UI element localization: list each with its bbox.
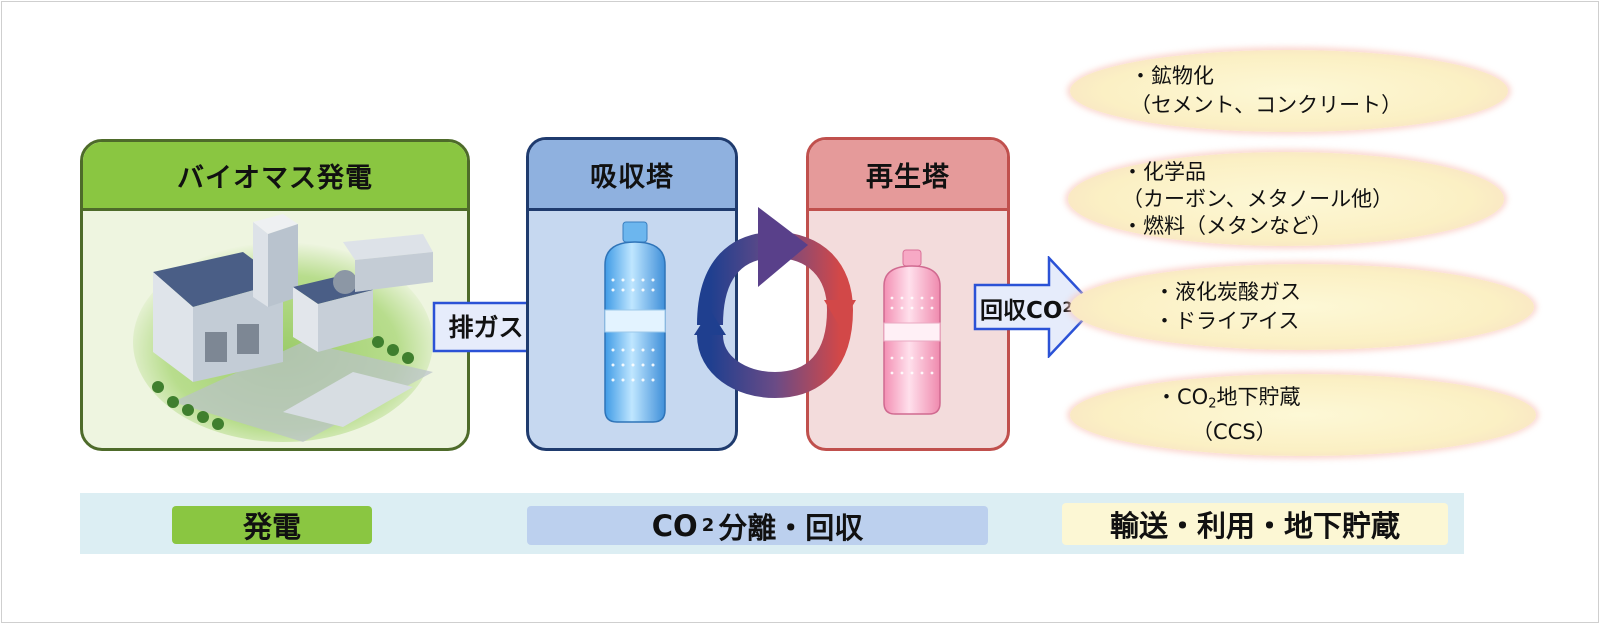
use-liquefied-co2-oval: ・液化炭酸ガス ・ドライアイス bbox=[1070, 264, 1534, 350]
loop-arrow-left bbox=[694, 310, 726, 335]
use-mineralization-title: ・鉱物化 bbox=[1130, 64, 1214, 88]
use-dry-ice: ・ドライアイス bbox=[1154, 309, 1300, 333]
use-fuel: ・燃料（メタンなど） bbox=[1122, 213, 1332, 238]
use-mineralization-oval: ・鉱物化 （セメント、コンクリート） bbox=[1070, 50, 1508, 132]
stage-transport-label: 輸送・利用・地下貯蔵 bbox=[1062, 503, 1448, 545]
use-liquefied-co2: ・液化炭酸ガス bbox=[1154, 280, 1301, 304]
use-ccs-oval: ・CO2地下貯蔵 （CCS） bbox=[1070, 374, 1536, 456]
biomass-power-box: バイオマス発電 bbox=[80, 139, 470, 451]
use-chemicals-title: ・化学品 bbox=[1122, 159, 1206, 184]
use-chemicals-detail: （カーボン、メタノール他） bbox=[1122, 186, 1394, 211]
stage-power-label: 発電 bbox=[172, 506, 372, 544]
power-plant-illustration bbox=[133, 214, 433, 442]
loop-arrow-top bbox=[758, 207, 808, 287]
regenerator-tower-title: 再生塔 bbox=[809, 140, 1007, 211]
use-ccs-title: ・CO2地下貯蔵 bbox=[1156, 384, 1301, 412]
use-chemicals-oval: ・化学品 （カーボン、メタノール他） ・燃料（メタンなど） bbox=[1068, 152, 1504, 246]
absorber-tower-title: 吸収塔 bbox=[529, 140, 735, 211]
loop-arrow-right bbox=[824, 300, 856, 327]
solvent-circulation-loop bbox=[694, 207, 856, 399]
absorber-column-icon bbox=[604, 221, 666, 423]
use-ccs-detail: （CCS） bbox=[1192, 420, 1277, 445]
recovered-co2-arrow bbox=[973, 256, 1097, 358]
exhaust-gas-label: 排ガス bbox=[448, 313, 524, 342]
regenerator-column-icon bbox=[883, 249, 941, 415]
use-mineralization-detail: （セメント、コンクリート） bbox=[1130, 93, 1403, 117]
biomass-power-title: バイオマス発電 bbox=[83, 142, 467, 211]
